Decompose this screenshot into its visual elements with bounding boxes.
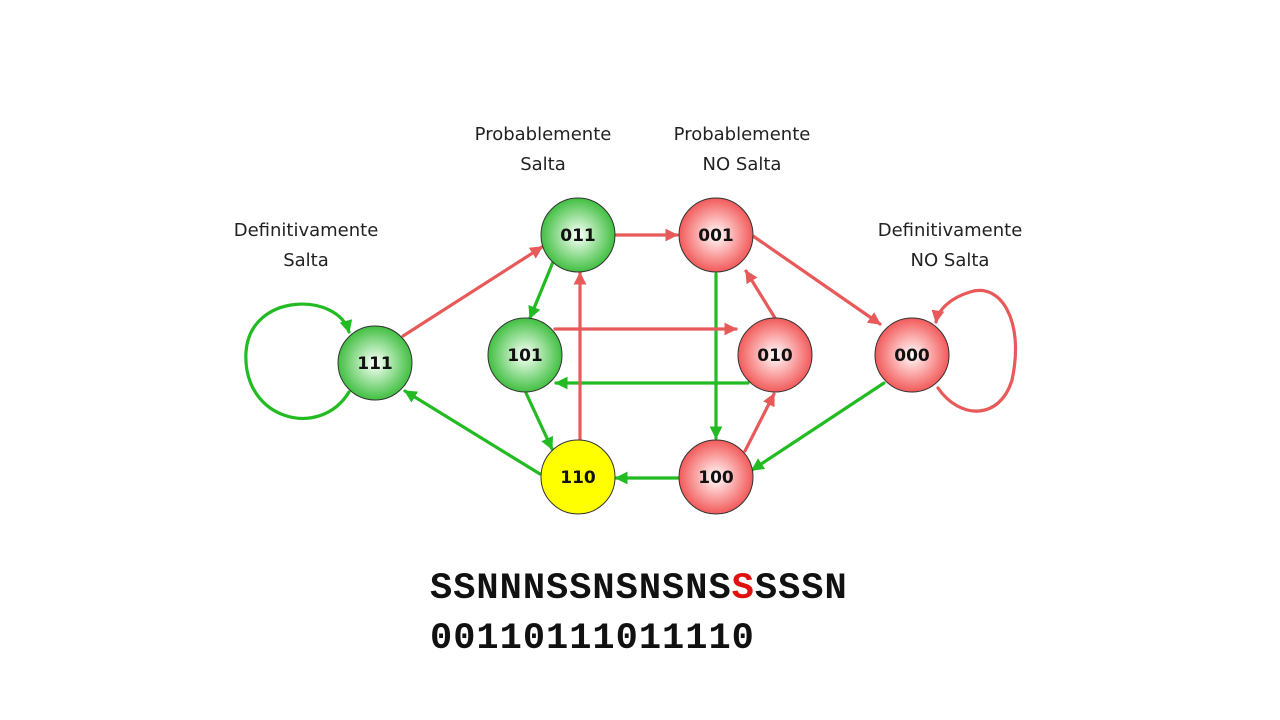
state-node-110: 110 xyxy=(540,439,616,515)
edge-111-111 xyxy=(244,302,353,420)
state-label: 111 xyxy=(357,354,393,374)
edge-101-110 xyxy=(524,391,554,451)
state-circle xyxy=(540,439,616,515)
state-circle xyxy=(487,317,563,393)
outcomes-before: SSNNNSSNSNSNS xyxy=(430,568,732,610)
state-label: 100 xyxy=(698,468,734,488)
state-circle xyxy=(678,439,754,515)
outcome-highlight: S xyxy=(731,568,755,610)
state-node-100: 100 xyxy=(678,439,754,515)
state-node-101: 101 xyxy=(487,317,563,393)
state-label: 101 xyxy=(507,346,543,366)
state-circle xyxy=(874,317,950,393)
state-circle xyxy=(337,325,413,401)
state-circle xyxy=(737,317,813,393)
edge-011-101 xyxy=(528,260,555,320)
state-circle xyxy=(540,197,616,273)
label-weak-not-taken: Probablemente NO Salta xyxy=(673,124,811,175)
state-label: 010 xyxy=(757,346,793,366)
state-node-000: 000 xyxy=(874,317,950,393)
state-label: 000 xyxy=(894,346,930,366)
edge-010-001 xyxy=(744,269,777,320)
edge-000-100 xyxy=(750,381,886,472)
state-node-111: 111 xyxy=(337,325,413,401)
edge-110-111 xyxy=(403,389,542,476)
state-label: 110 xyxy=(560,468,596,488)
edge-100-010 xyxy=(743,392,776,453)
state-circle xyxy=(678,197,754,273)
label-strong-not-taken: Definitivamente NO Salta xyxy=(877,220,1023,271)
state-node-001: 001 xyxy=(678,197,754,273)
edges-layer xyxy=(244,228,1018,485)
sequence-block: SSNNNSSNSNSNSSSSSN 00110111011110 xyxy=(430,564,848,664)
label-weak-taken: Probablemente Salta xyxy=(474,124,612,175)
state-node-011: 011 xyxy=(540,197,616,273)
outcomes-after: SSSN xyxy=(754,568,848,610)
outcome-sequence: SSNNNSSNSNSNSSSSSN xyxy=(430,564,848,614)
edge-111-011 xyxy=(401,245,544,338)
edge-001-000 xyxy=(751,234,882,326)
history-bits: 00110111011110 xyxy=(430,618,755,660)
edge-000-000 xyxy=(931,288,1018,413)
label-strong-taken: Definitivamente Salta xyxy=(233,220,379,271)
state-node-010: 010 xyxy=(737,317,813,393)
nodes-layer: 111 011 101 110 001 010 100 000 xyxy=(337,197,950,515)
state-label: 011 xyxy=(560,226,596,246)
state-label: 001 xyxy=(698,226,734,246)
